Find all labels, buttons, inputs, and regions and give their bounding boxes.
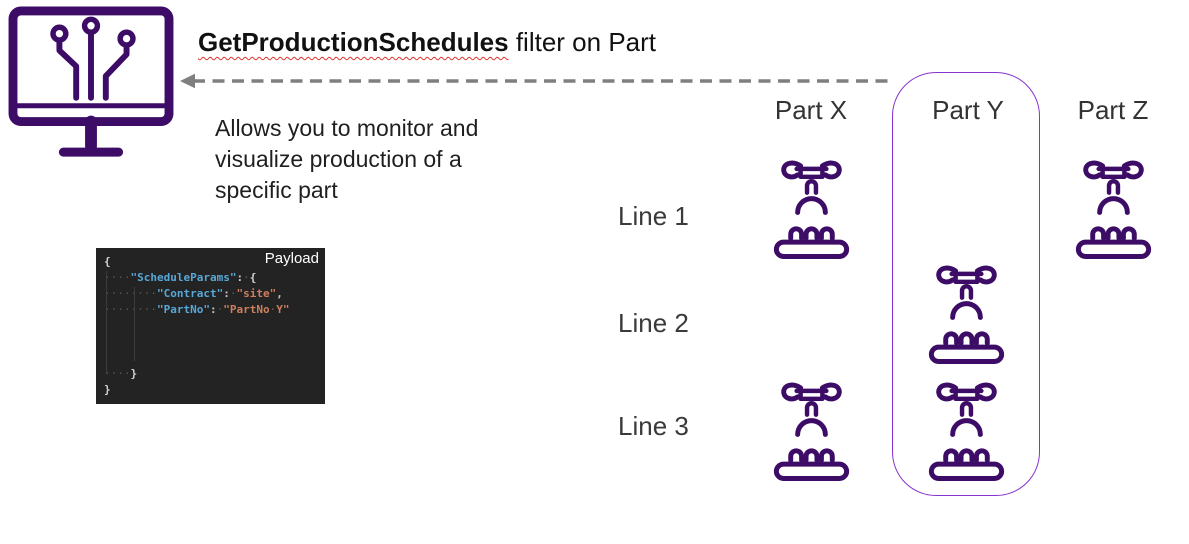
payload-label: Payload (264, 250, 319, 267)
machine-line3-party (917, 379, 1016, 482)
title-suffix: filter on Part (508, 27, 657, 57)
code-line-empty (104, 334, 317, 350)
monitor-circuit-icon (8, 6, 174, 162)
code-line: ····} (104, 367, 138, 380)
indent-guide (134, 287, 135, 361)
arrowhead-left-icon (180, 73, 195, 89)
code-line-empty (104, 318, 317, 334)
indent-guide (106, 271, 107, 374)
row-label-line-3: Line 3 (618, 411, 689, 441)
part-y-highlight-box (892, 72, 1040, 496)
code-line: } (104, 383, 111, 396)
code-line: ········"PartNo":·"PartNo·Y" (104, 303, 290, 316)
code-line-empty (104, 350, 317, 366)
machine-line2-party (917, 262, 1016, 365)
description-text: Allows you to monitor and visualize prod… (215, 115, 479, 203)
code-line: ········"Contract":·"site", (104, 287, 283, 300)
column-header-part-y: Part Y (932, 95, 1004, 125)
code-line: ····"ScheduleParams":·{ (104, 271, 257, 284)
row-label-line-1: Line 1 (618, 201, 689, 231)
machine-line1-partx (762, 157, 861, 260)
column-header-part-x: Part X (774, 95, 848, 125)
column-header-part-z: Part Z (1077, 95, 1149, 125)
title-method-name: GetProductionSchedules (198, 27, 509, 57)
machine-line1-partz (1064, 157, 1163, 260)
machine-line3-partx (762, 379, 861, 482)
dashed-left-arrow (180, 73, 896, 89)
page-title: GetProductionSchedules filter on Part (198, 27, 656, 58)
payload-code-panel: Payload { ····"ScheduleParams":·{ ······… (96, 248, 325, 404)
row-label-line-2: Line 2 (618, 308, 689, 338)
code-line: { (104, 255, 111, 268)
